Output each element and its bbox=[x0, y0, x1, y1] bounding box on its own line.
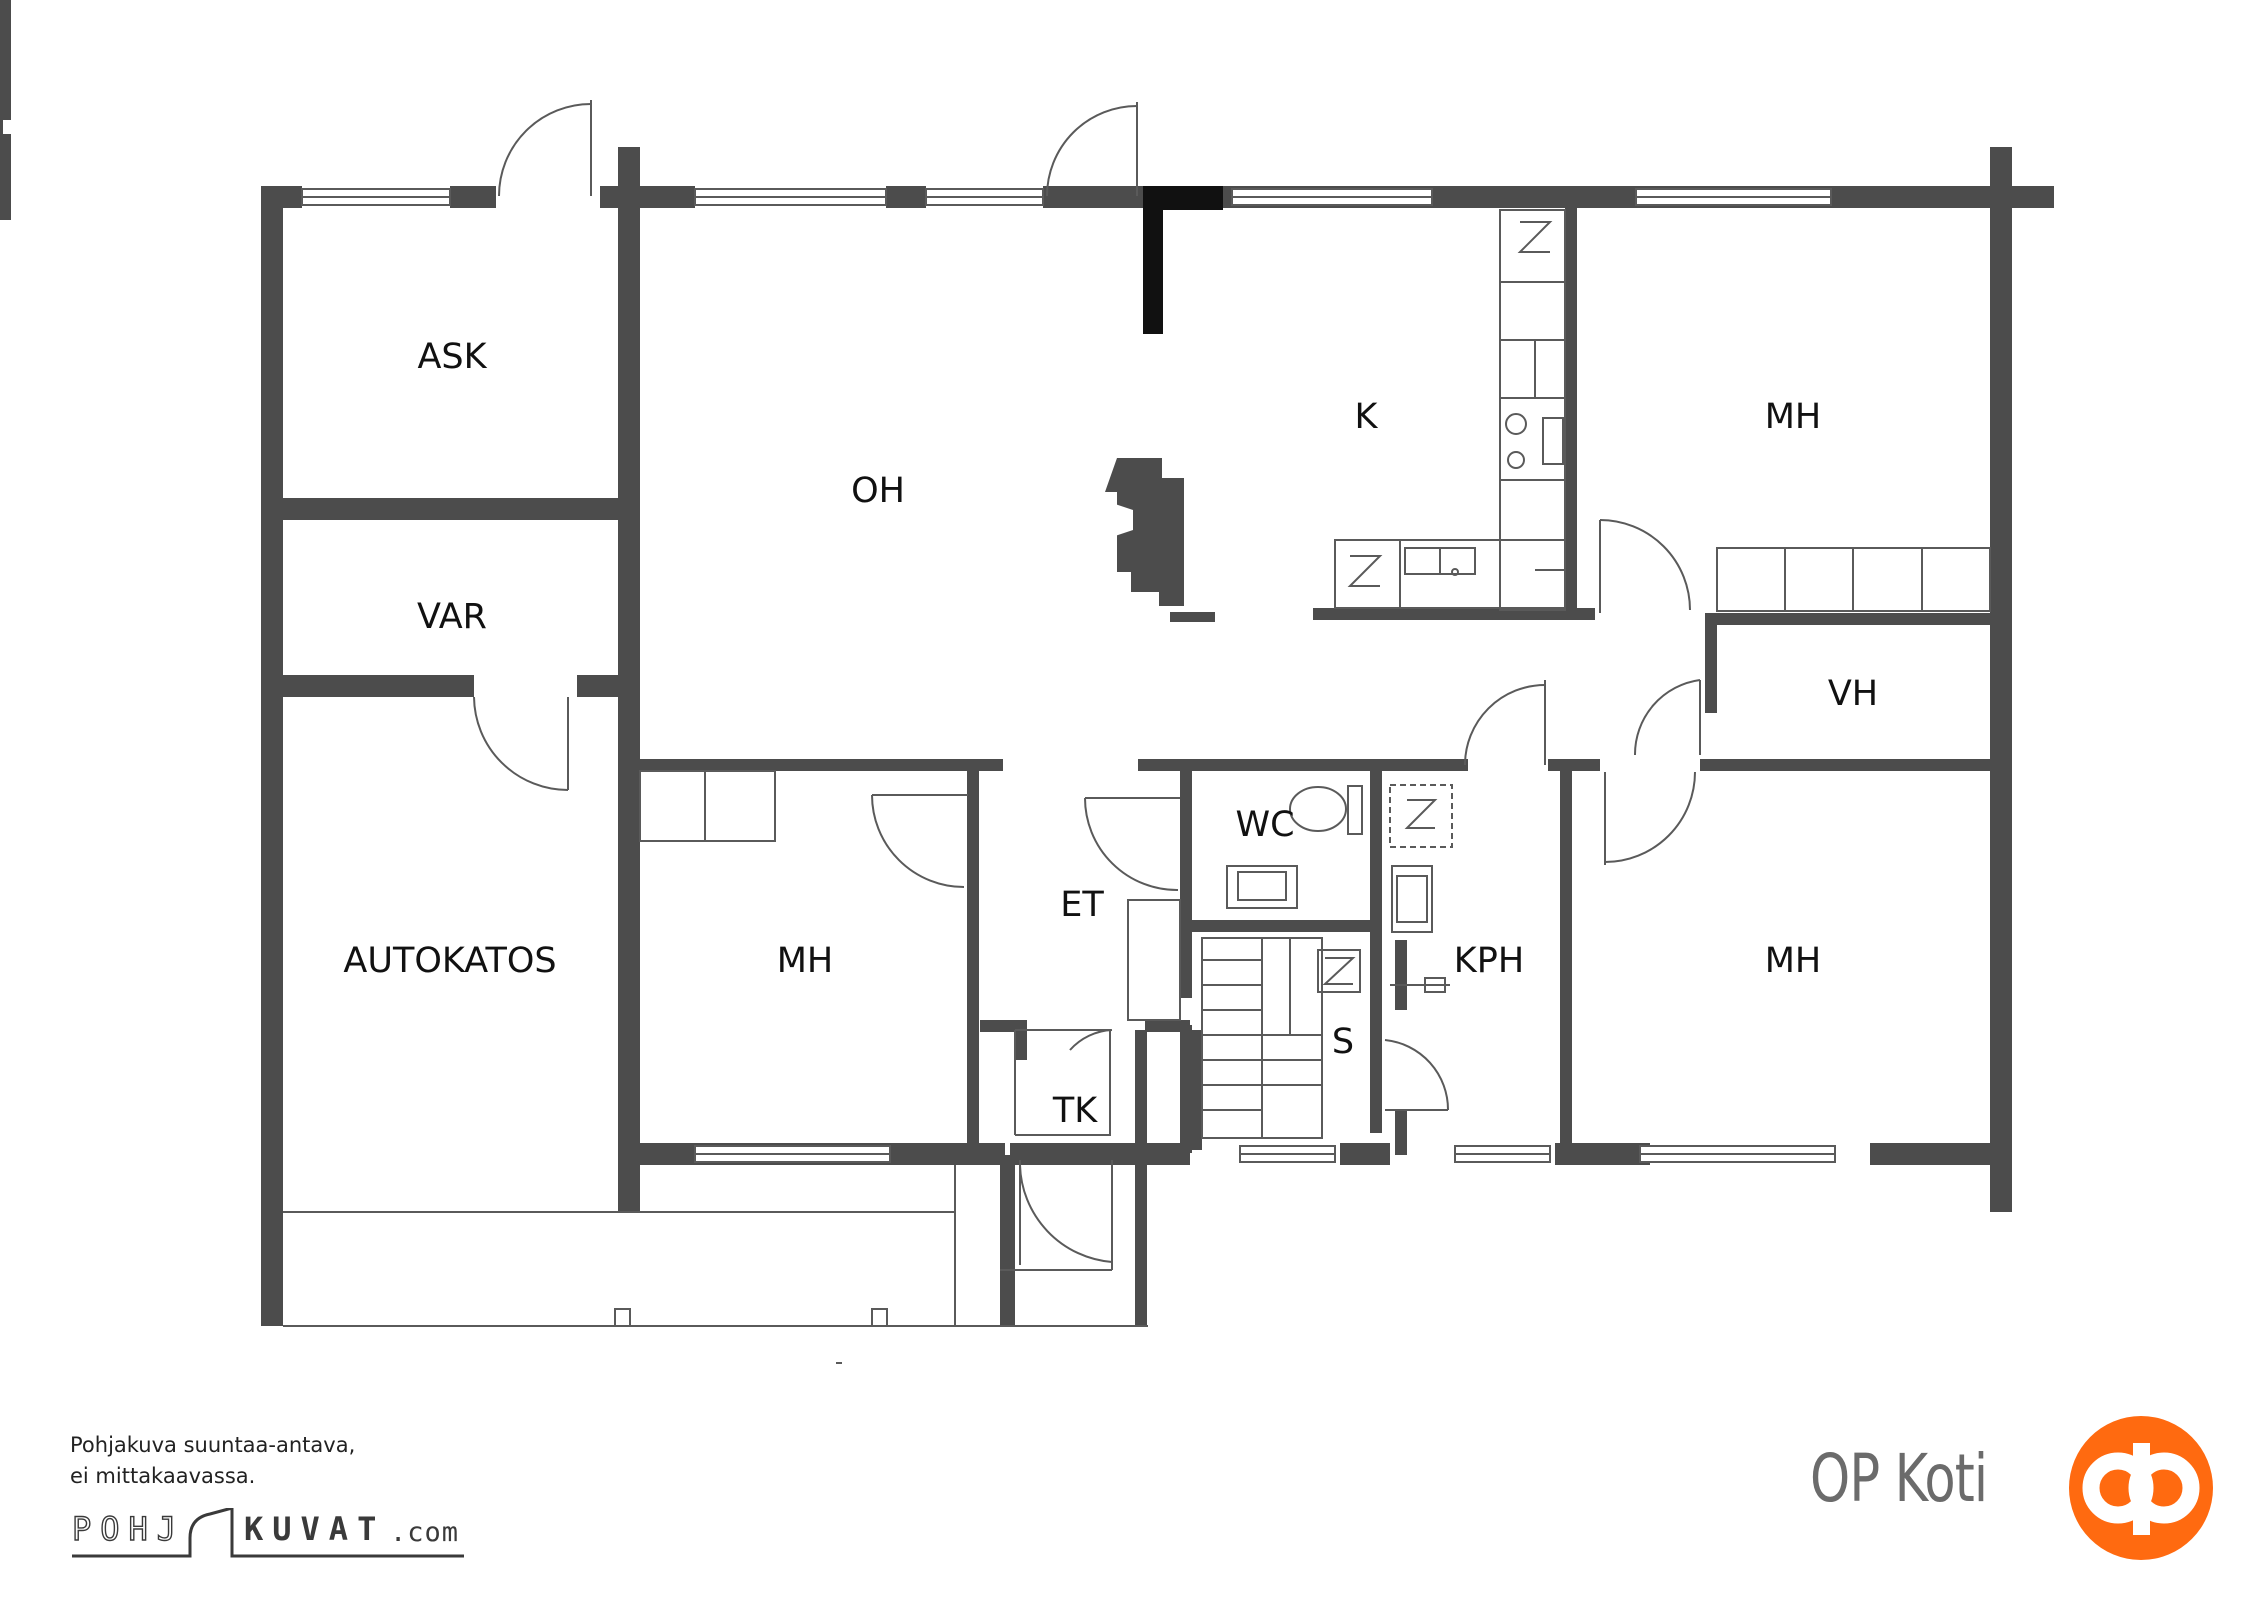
room-label-k: K bbox=[1355, 397, 1379, 437]
wardrobe-sw bbox=[639, 770, 776, 842]
room-label-et: ET bbox=[1060, 885, 1104, 925]
maker-logo-part1: POHJ bbox=[71, 1509, 186, 1548]
room-label-vh: VH bbox=[1828, 674, 1878, 714]
room-label-tk: TK bbox=[1052, 1091, 1098, 1131]
bath-fixtures bbox=[1317, 784, 1453, 993]
room-labels: ASK VAR AUTOKATOS OH K MH VH WC ET MH KP… bbox=[343, 337, 1878, 1131]
room-label-s: S bbox=[1332, 1022, 1354, 1062]
room-label-wc: WC bbox=[1235, 805, 1294, 845]
disclaimer-line-2: ei mittakaavassa. bbox=[70, 1464, 256, 1488]
edge-mark-gap bbox=[3, 120, 11, 134]
brand-name: OP Koti bbox=[1810, 1440, 1988, 1517]
doors bbox=[473, 100, 1701, 1271]
op-logo-icon bbox=[2069, 1416, 2213, 1560]
stove bbox=[1103, 458, 1215, 622]
maker-logo-part2: KUVAT bbox=[244, 1510, 386, 1548]
room-label-kph: KPH bbox=[1454, 941, 1524, 981]
maker-logo-underline bbox=[72, 1508, 464, 1558]
disclaimer-line-1: Pohjakuva suuntaa-antava, bbox=[70, 1433, 356, 1457]
walls bbox=[261, 147, 2054, 1326]
edge-mark bbox=[0, 0, 11, 220]
windows bbox=[301, 188, 1836, 1163]
carport-outline bbox=[283, 1165, 1148, 1327]
kitchen-counters bbox=[1334, 209, 1566, 611]
room-label-ask: ASK bbox=[417, 337, 487, 377]
disclaimer: Pohjakuva suuntaa-antava, ei mittakaavas… bbox=[70, 1430, 355, 1492]
room-label-mh-sw: MH bbox=[777, 941, 834, 981]
room-label-mh-se: MH bbox=[1765, 941, 1822, 981]
room-label-var: VAR bbox=[417, 597, 487, 637]
maker-logo-part3: .com bbox=[390, 1517, 460, 1548]
room-label-oh: OH bbox=[851, 471, 905, 511]
wardrobe bbox=[1716, 547, 1991, 612]
et-cabinet bbox=[1127, 899, 1181, 1021]
wc-fixtures bbox=[1226, 785, 1363, 909]
room-label-autokatos: AUTOKATOS bbox=[343, 941, 556, 981]
room-label-mh-ne: MH bbox=[1765, 397, 1822, 437]
fireplace bbox=[1143, 186, 1223, 334]
sauna-benches bbox=[1201, 937, 1323, 1139]
maker-logo: POHJ KUVAT .com bbox=[71, 1508, 464, 1560]
